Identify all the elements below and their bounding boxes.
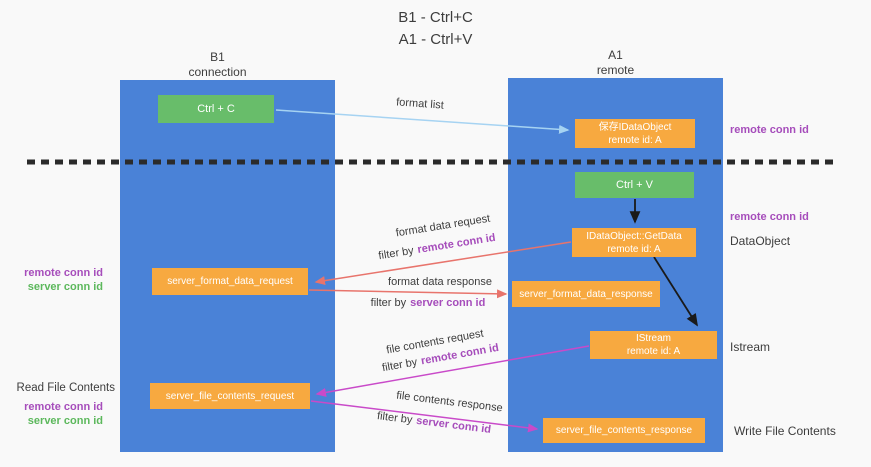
filter-by-text: filter by: [376, 410, 414, 427]
ctrl-v-label: Ctrl + V: [616, 178, 653, 191]
lane-b1-name: B1: [210, 50, 225, 64]
save-dataobject-line1: 保存IDataObject: [598, 121, 672, 133]
istream-line2: remote id: A: [626, 346, 681, 357]
lane-header-a1: A1 remote: [508, 48, 723, 78]
write-file-contents-label: Write File Contents: [734, 424, 836, 438]
left-conn-id-group-top: remote conn id server conn id: [0, 266, 103, 295]
arrow-format-data-response: [308, 289, 508, 299]
diagram-title: B1 - Ctrl+C A1 - Ctrl+V: [0, 7, 871, 51]
remote-conn-id-inline: remote conn id: [416, 231, 497, 257]
title-line-1: B1 - Ctrl+C: [398, 9, 473, 26]
server-file-contents-request-label: server_file_contents_request: [165, 390, 295, 402]
lane-a1-sub: remote: [596, 63, 635, 77]
dataobject-label: DataObject: [730, 234, 791, 248]
ctrl-c-label: Ctrl + C: [197, 102, 235, 115]
remote-conn-id-label-top: remote conn id: [730, 124, 809, 136]
filter-by-text: filter by: [377, 244, 415, 263]
server-file-contents-request-box: server_file_contents_request: [150, 383, 310, 409]
ctrl-v-box: Ctrl + V: [575, 172, 694, 198]
server-conn-id-inline: server conn id: [415, 414, 492, 436]
getdata-box: IDataObject::GetData remote id: A: [572, 228, 696, 257]
lane-b1-sub: connection: [188, 65, 247, 79]
ctrl-c-box: Ctrl + C: [158, 95, 274, 123]
lane-header-b1: B1 connection: [110, 50, 325, 80]
server-format-data-response-box: server_format_data_response: [512, 281, 660, 307]
remote-conn-id-label-ctrlv: remote conn id: [730, 211, 809, 223]
istream-side-label: Istream: [730, 340, 771, 354]
server-format-data-request-label: server_format_data_request: [167, 276, 293, 287]
lane-a1-name: A1: [608, 48, 623, 62]
format-data-response-label: format data response: [388, 276, 492, 288]
filter-by-text: filter by: [381, 356, 419, 375]
file-contents-response-label: file contents response: [395, 389, 504, 415]
server-file-contents-response-label: server_file_contents_response: [555, 425, 693, 436]
title-line-2: A1 - Ctrl+V: [398, 30, 473, 48]
server-conn-id-label-left-top: server conn id: [27, 281, 103, 294]
server-conn-id-label-left-bottom: server conn id: [27, 415, 103, 428]
getdata-line1: IDataObject::GetData: [586, 230, 682, 242]
server-file-contents-response-box: server_file_contents_response: [543, 418, 705, 443]
filter-by-text: filter by: [370, 297, 407, 309]
remote-conn-id-label-left-top: remote conn id: [24, 267, 103, 279]
remote-conn-id-label-left-bottom: remote conn id: [24, 401, 103, 413]
istream-box: IStream remote id: A: [590, 331, 717, 359]
server-conn-id-inline: server conn id: [410, 297, 486, 309]
format-list-label: format list: [395, 96, 445, 112]
save-dataobject-line2: remote id: A: [608, 134, 662, 146]
left-conn-id-group-bottom: remote conn id server conn id: [0, 400, 103, 429]
getdata-line2: remote id: A: [607, 243, 661, 255]
istream-line1: IStream: [635, 333, 671, 344]
server-format-data-request-box: server_format_data_request: [152, 268, 308, 295]
server-format-data-response-label: server_format_data_response: [519, 288, 653, 300]
save-dataobject-box: 保存IDataObject remote id: A: [575, 119, 695, 148]
read-file-contents-label: Read File Contents: [16, 382, 115, 394]
